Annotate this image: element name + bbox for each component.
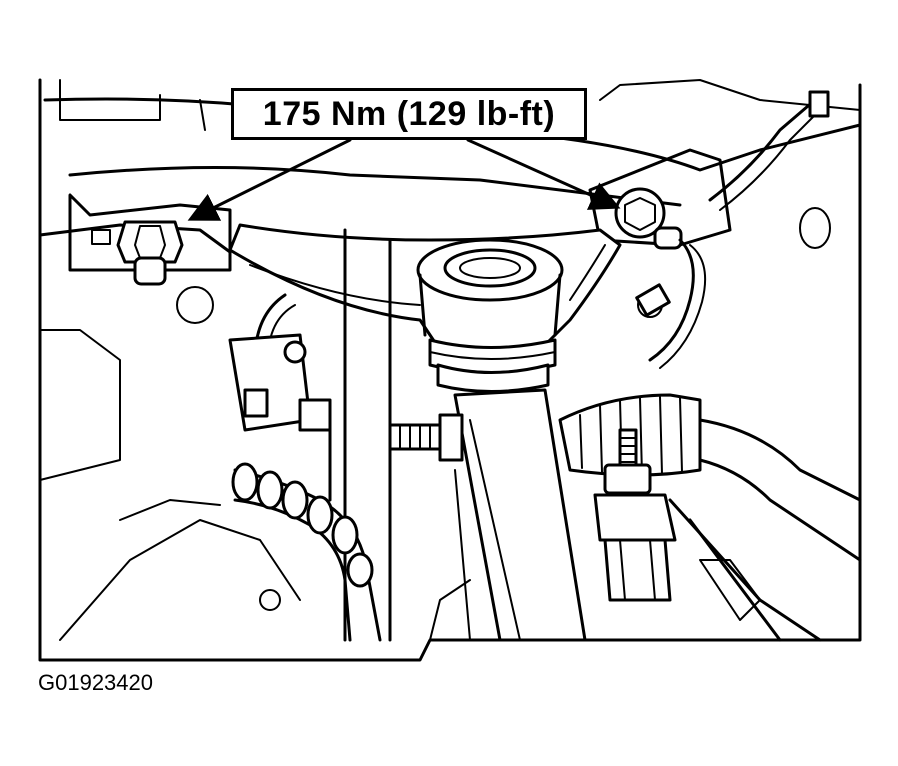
background-structure	[38, 78, 862, 662]
threaded-stud	[388, 413, 464, 462]
ball-joint	[416, 238, 564, 393]
sway-bar-link	[593, 428, 822, 642]
brake-line	[228, 293, 332, 502]
left-bolt	[116, 220, 184, 286]
sensor-wire	[635, 90, 830, 369]
arrow-to-right-bolt	[466, 138, 621, 210]
arrow-to-left-bolt	[187, 138, 352, 221]
right-bolt	[614, 187, 683, 250]
torque-callout-label: 175 Nm (129 lb-ft)	[231, 88, 587, 140]
callout-arrows	[187, 138, 621, 221]
left-bracket	[68, 193, 232, 272]
brake-hose	[231, 462, 382, 642]
figure-id-label: G01923420	[38, 670, 153, 695]
strut	[343, 228, 587, 642]
